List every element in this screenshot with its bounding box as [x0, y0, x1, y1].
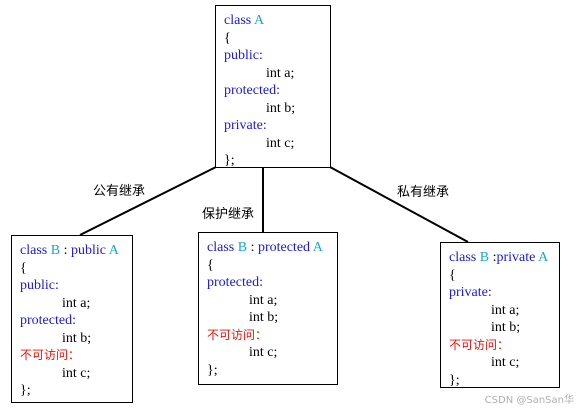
class-name: B	[50, 243, 61, 258]
open-brace: {	[20, 260, 27, 276]
base-name: A	[108, 243, 119, 258]
protected-label: protected:	[224, 83, 280, 98]
close-brace: };	[224, 153, 235, 168]
member-a: int a;	[266, 65, 295, 81]
member-b: int b;	[62, 330, 92, 346]
member-b: int b;	[266, 100, 296, 116]
protected-derived-box: class B : protected A { protected: int a…	[198, 232, 338, 385]
inaccessible-label: 不可访问：	[20, 348, 81, 362]
inherit-separator: :	[60, 243, 71, 258]
edge-line-public	[79, 166, 217, 236]
inaccessible-label: 不可访问：	[449, 337, 510, 352]
class-keyword: class	[449, 250, 477, 265]
edge-label-protected: 保护继承	[202, 207, 255, 222]
watermark: CSDN @SanSan华	[484, 395, 574, 406]
base-class-header: class A	[224, 12, 322, 30]
member-c: int c;	[249, 345, 278, 360]
private-label: private:	[449, 285, 492, 300]
inherit-separator: :	[247, 240, 258, 255]
inherit-mode: public	[70, 243, 106, 258]
member-c: int c;	[62, 365, 91, 381]
public-label: public:	[20, 278, 59, 293]
base-class-box: class A { public: int a; protected: int …	[215, 5, 331, 168]
class-keyword: class	[224, 13, 252, 28]
member-a: int a;	[62, 295, 91, 311]
inherit-mode: private	[496, 250, 536, 265]
protected-label: protected:	[207, 275, 263, 290]
open-brace: {	[449, 267, 456, 283]
class-keyword: class	[20, 243, 48, 258]
base-name: A	[312, 240, 323, 255]
member-b: int b;	[491, 320, 521, 335]
protected-label: protected:	[20, 313, 76, 328]
class-name: B	[479, 250, 490, 265]
private-derived-box: class B :private A { private: int a; int…	[440, 242, 560, 388]
member-b: int b;	[249, 310, 279, 325]
edge-line-private	[329, 166, 469, 243]
inaccessible-label: 不可访问：	[207, 327, 268, 342]
close-brace: };	[207, 362, 218, 378]
close-brace: };	[20, 383, 31, 398]
derived-header: class B : public A	[20, 242, 124, 260]
public-derived-box: class B : public A { public: int a; prot…	[11, 235, 133, 403]
edge-label-public: 公有继承	[93, 184, 146, 199]
member-a: int a;	[249, 292, 278, 308]
class-name: B	[237, 240, 248, 255]
inherit-separator: :	[489, 250, 497, 265]
private-label: private:	[224, 118, 267, 133]
class-keyword: class	[207, 240, 235, 255]
derived-header: class B : protected A	[207, 239, 329, 257]
member-a: int a;	[491, 302, 520, 318]
open-brace: {	[224, 30, 231, 46]
class-name: A	[253, 13, 265, 28]
base-name: A	[538, 250, 549, 265]
public-label: public:	[224, 48, 263, 63]
inherit-mode: protected	[257, 240, 311, 255]
edge-label-private: 私有继承	[397, 185, 450, 200]
member-c: int c;	[266, 135, 295, 151]
member-c: int c;	[491, 355, 520, 370]
derived-header: class B :private A	[449, 249, 551, 267]
close-brace: };	[449, 372, 460, 388]
open-brace: {	[207, 257, 214, 273]
